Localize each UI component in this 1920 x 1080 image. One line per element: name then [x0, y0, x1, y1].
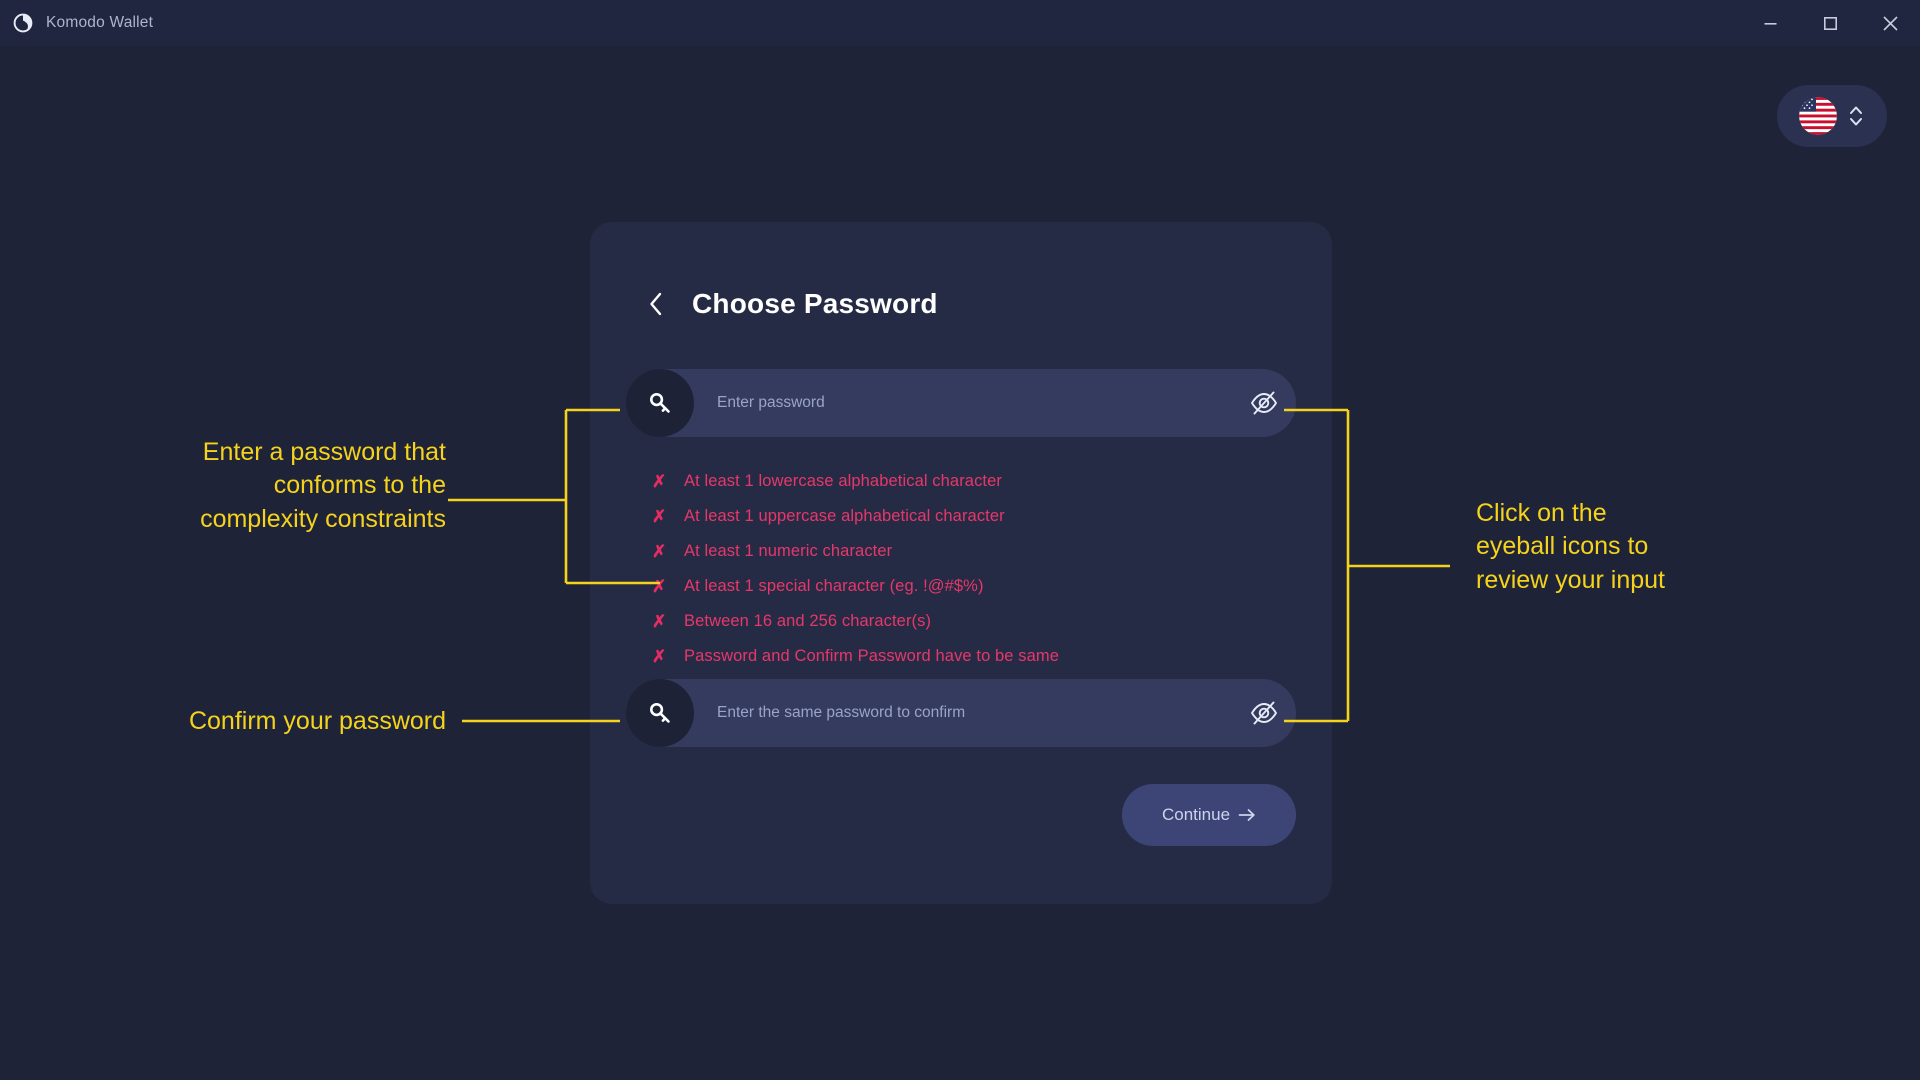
rule-label: At least 1 numeric character: [684, 542, 893, 560]
minimize-icon[interactable]: [1740, 0, 1800, 46]
close-icon[interactable]: [1860, 0, 1920, 46]
maximize-icon[interactable]: [1800, 0, 1860, 46]
rule-item: ✗ Between 16 and 256 character(s): [652, 604, 1252, 639]
confirm-password-input[interactable]: [694, 704, 1232, 722]
rule-fail-icon: ✗: [652, 542, 667, 561]
annotation-confirm: Confirm your password: [188, 707, 446, 735]
eye-off-icon[interactable]: [1232, 369, 1296, 437]
chevron-left-icon[interactable]: [648, 291, 664, 317]
chevron-up-down-icon: [1847, 103, 1865, 129]
rule-label: At least 1 special character (eg. !@#$%): [684, 577, 984, 595]
komodo-logo-icon: [12, 12, 34, 34]
annotation-eyeball: Click on the eyeball icons to review you…: [1476, 499, 1665, 594]
card-header: Choose Password: [648, 288, 938, 320]
language-selector[interactable]: [1777, 85, 1887, 147]
rule-item: ✗ At least 1 uppercase alphabetical char…: [652, 499, 1252, 534]
rule-label: Password and Confirm Password have to be…: [684, 647, 1060, 665]
continue-label: Continue: [1161, 805, 1231, 824]
app-title: Komodo Wallet: [46, 14, 154, 31]
eye-off-icon[interactable]: [1232, 679, 1296, 747]
rule-item: ✗ At least 1 lowercase alphabetical char…: [652, 464, 1252, 499]
window-controls: [1740, 0, 1920, 46]
title-bar: Komodo Wallet: [0, 0, 1920, 46]
confirm-password-field[interactable]: [626, 679, 1296, 747]
key-icon: [626, 369, 694, 437]
rule-fail-icon: ✗: [652, 507, 667, 526]
rule-label: Between 16 and 256 character(s): [684, 612, 932, 630]
rule-item: ✗ At least 1 special character (eg. !@#$…: [652, 569, 1252, 604]
rule-label: At least 1 uppercase alphabetical charac…: [684, 507, 1005, 525]
rule-label: At least 1 lowercase alphabetical charac…: [684, 472, 1002, 490]
us-flag-icon: [1799, 97, 1837, 135]
password-input[interactable]: [694, 394, 1232, 412]
rule-fail-icon: ✗: [652, 577, 667, 596]
rule-item: ✗ At least 1 numeric character: [652, 534, 1252, 569]
annotation-complexity: Enter a password that conforms to the co…: [200, 438, 446, 533]
password-field[interactable]: [626, 369, 1296, 437]
page-title: Choose Password: [692, 288, 938, 319]
rule-fail-icon: ✗: [652, 472, 667, 491]
key-icon: [626, 679, 694, 747]
rule-fail-icon: ✗: [652, 647, 667, 666]
continue-button[interactable]: Continue: [1122, 784, 1296, 846]
rule-fail-icon: ✗: [652, 612, 667, 631]
rule-item: ✗ Password and Confirm Password have to …: [652, 639, 1252, 674]
password-rules-list: ✗ At least 1 lowercase alphabetical char…: [652, 464, 1252, 674]
choose-password-card: Choose Password ✗ At least 1 lowercase a…: [590, 222, 1332, 904]
arrow-right-icon: [1238, 807, 1256, 823]
